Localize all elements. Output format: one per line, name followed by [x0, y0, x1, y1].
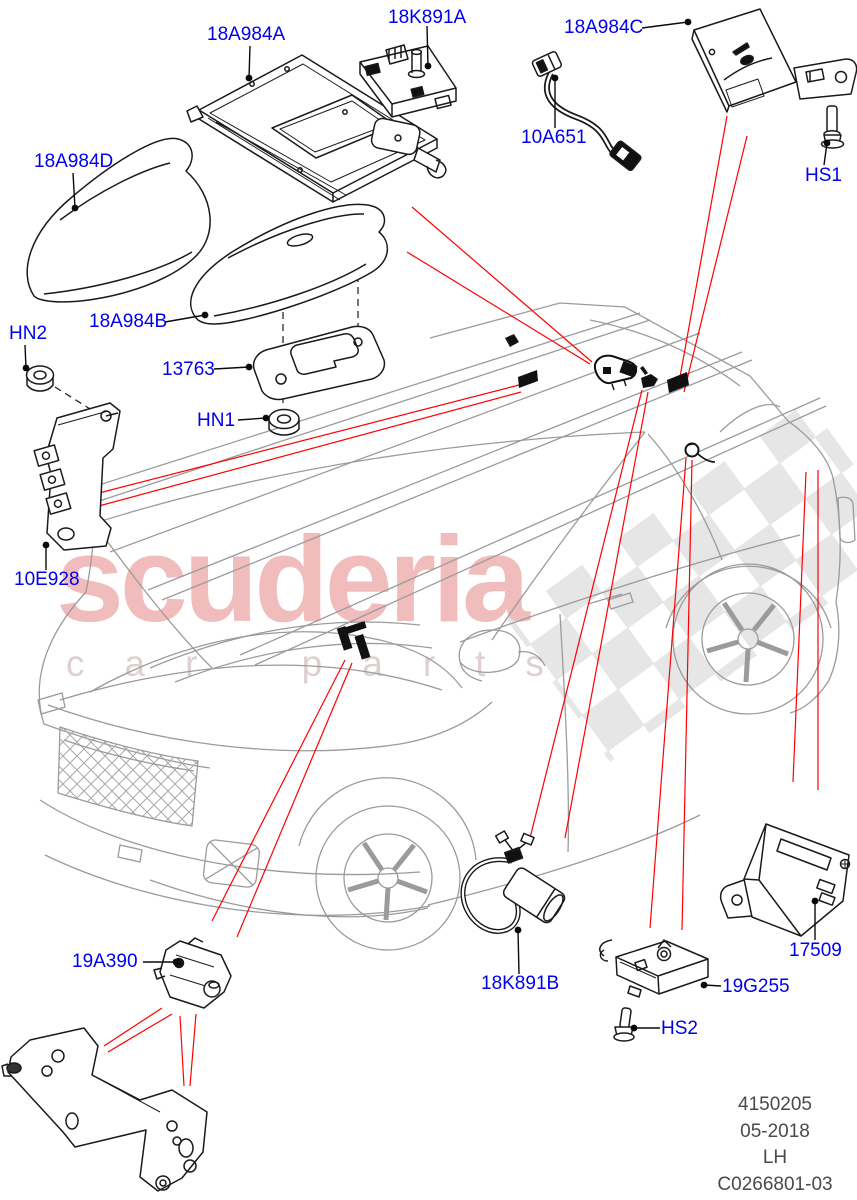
- part-illustration-18A984D: [26, 137, 211, 303]
- part-illustration-10E928: [33, 402, 121, 551]
- part-label-19A390[interactable]: 19A390: [72, 951, 138, 972]
- roof-sensor-round: [684, 442, 716, 463]
- part-label-18A984A[interactable]: 18A984A: [207, 24, 286, 45]
- part-label-HN2[interactable]: HN2: [9, 323, 48, 344]
- part-label-HS1[interactable]: HS1: [805, 165, 842, 186]
- red-callout-lines: [94, 115, 819, 1087]
- part-illustration-18K891B: [460, 830, 566, 934]
- roof-mounted-parts: [336, 334, 716, 660]
- part-label-17509[interactable]: 17509: [789, 940, 842, 961]
- diagram-date: 05-2018: [740, 1120, 810, 1142]
- part-label-19G255[interactable]: 19G255: [722, 976, 790, 997]
- part-illustration-17509: [719, 823, 851, 937]
- part-label-10A651[interactable]: 10A651: [521, 127, 587, 148]
- part-illustration-HS2: [613, 1007, 635, 1042]
- part-illustration-13763: [252, 325, 386, 401]
- vehicle-outline-drawing: [37, 302, 856, 951]
- part-label-10E928[interactable]: 10E928: [14, 569, 80, 590]
- watermark-checkered-flag: [506, 400, 857, 762]
- part-illustration-HN2: [25, 365, 55, 392]
- part-label-13763[interactable]: 13763: [162, 359, 215, 380]
- part-illustration-19A390: [153, 937, 232, 1009]
- roof-patch-right: [667, 372, 689, 393]
- part-label-HN1[interactable]: HN1: [197, 410, 236, 431]
- diagram-info-block: 4150205 05-2018 LH C0266801-03: [700, 1092, 850, 1198]
- part-illustration-10A651: [531, 51, 642, 172]
- windshield-clip: [336, 621, 371, 660]
- part-label-18A984B[interactable]: 18A984B: [89, 311, 168, 332]
- part-label-18K891A[interactable]: 18K891A: [388, 7, 467, 28]
- part-illustration-19G255: [599, 939, 709, 998]
- black-leader-lines: [22, 18, 831, 1032]
- roof-clip: [505, 334, 519, 347]
- part-label-18K891B[interactable]: 18K891B: [481, 973, 560, 994]
- diagram-number: 4150205: [738, 1094, 812, 1115]
- part-label-18A984D[interactable]: 18A984D: [34, 151, 114, 172]
- part-label-18A984C[interactable]: 18A984C: [564, 17, 644, 38]
- part-illustration-18A984A: [186, 54, 447, 203]
- part-illustration-mounting-bracket: [1, 1027, 208, 1192]
- part-illustration-18K891A: [359, 44, 457, 118]
- watermark-subtitle: car parts: [66, 643, 584, 684]
- roof-antenna-base: [594, 354, 638, 391]
- part-label-HS2[interactable]: HS2: [661, 1018, 698, 1039]
- part-illustration-18A984C: [691, 8, 857, 113]
- diagram-reference: C0266801-03: [717, 1173, 833, 1195]
- part-illustration-18A984B: [189, 203, 388, 325]
- diagram-side: LH: [762, 1147, 788, 1168]
- part-illustration-HN1: [268, 408, 300, 436]
- roof-small-module: [640, 366, 658, 388]
- roof-patch-left: [518, 370, 538, 388]
